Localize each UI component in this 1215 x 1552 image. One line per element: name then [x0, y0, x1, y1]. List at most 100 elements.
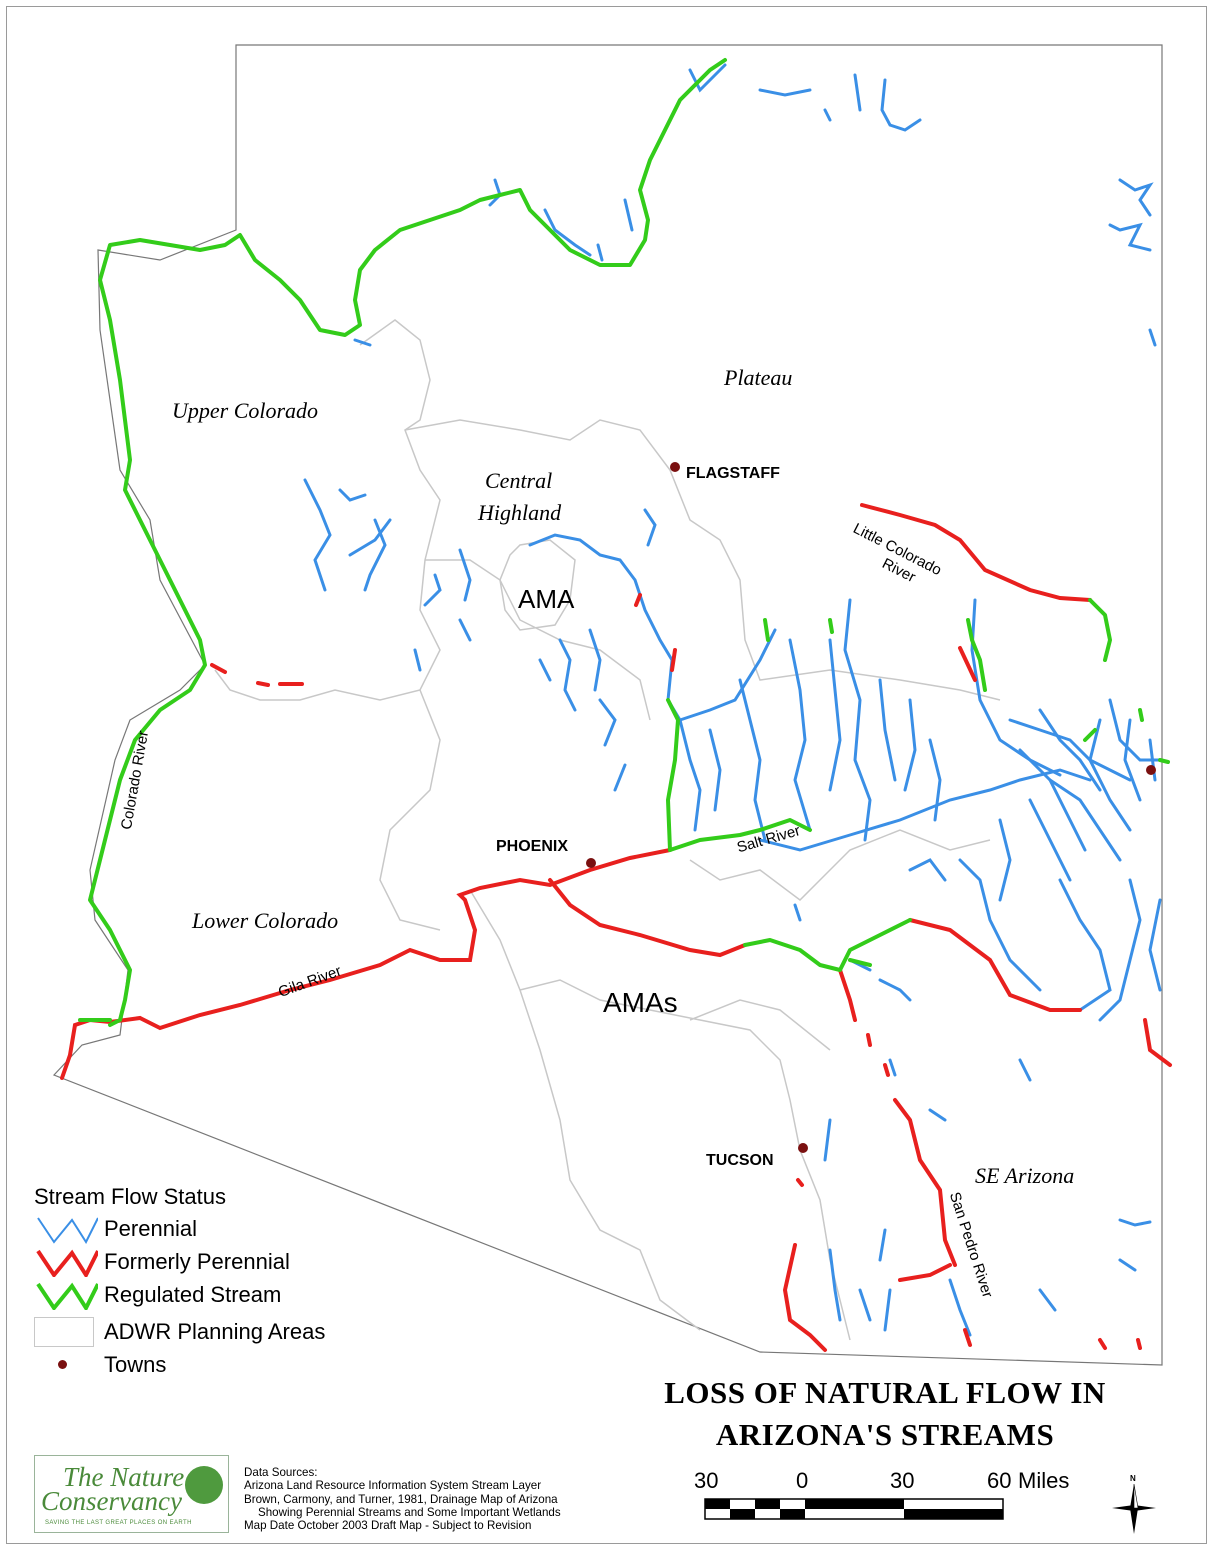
planning-boundary: [404, 419, 1001, 701]
colorado-river-regulated: [88, 58, 727, 1027]
planning-boundary: [689, 999, 831, 1051]
scale-tick-label: 30: [890, 1468, 915, 1493]
perennial-stream: [1048, 778, 1087, 852]
perennial-stream: [528, 533, 777, 722]
logo-text: Conservancy: [41, 1486, 182, 1516]
legend-label: Towns: [104, 1351, 167, 1377]
little-colorado-regulated: [966, 618, 987, 692]
gila-river-former: [634, 593, 642, 607]
perennial-stream: [353, 338, 372, 347]
label-ama: AMA: [518, 584, 575, 614]
perennial-stream: [1118, 178, 1154, 217]
perennial-stream: [1018, 748, 1122, 862]
region-upper-colorado: Upper Colorado: [172, 398, 319, 423]
gila-river-former: [958, 646, 977, 682]
perennial-stream: [688, 63, 727, 93]
gila-river-former: [883, 1063, 890, 1077]
perennial-stream: [928, 1108, 947, 1122]
source-line: Brown, Carmony, and Turner, 1981, Draina…: [244, 1492, 558, 1506]
region-lower-colorado: Lower Colorado: [192, 908, 339, 933]
towns: [586, 462, 1156, 1153]
perennial-stream: [1123, 718, 1142, 802]
legend: Stream Flow Status Perennial Formerly Pe…: [34, 1184, 394, 1381]
gila-regulated: [848, 958, 872, 967]
legend-label: ADWR Planning Areas: [104, 1318, 326, 1344]
scale-bar: 30 0 30 60 Miles: [690, 1468, 1069, 1528]
scale-bar-graphic: [704, 1498, 1004, 1520]
perennial-stream: [758, 88, 812, 97]
perennial-stream: [878, 978, 912, 1002]
label-amas: AMAs: [603, 987, 678, 1018]
perennial-stream: [1118, 1218, 1152, 1227]
regulated-segment: [1158, 758, 1170, 764]
region-central: Central: [485, 468, 553, 493]
perennial-stream: [1098, 878, 1142, 1022]
perennial-stream: [623, 198, 634, 232]
little-colorado-regulated: [1088, 598, 1112, 662]
perennial-stream: [908, 858, 947, 882]
gila-river-former: [963, 1328, 972, 1347]
source-line: Map Date October 2003 Draft Map - Subjec…: [244, 1519, 532, 1533]
legend-item-perennial: Perennial: [34, 1212, 394, 1245]
gila-river-former: [548, 878, 747, 958]
town-dot-icon: [58, 1360, 67, 1369]
perennial-stream: [598, 698, 617, 747]
perennial-stream: [1108, 698, 1162, 762]
gila-river-former: [670, 648, 677, 672]
perennial-stream: [708, 728, 722, 812]
perennial-stream: [1038, 1288, 1057, 1312]
perennial-stream: [853, 73, 862, 112]
perennial-stream: [880, 78, 922, 132]
scale-tick-label: 60: [987, 1468, 1012, 1493]
perennial-stream: [858, 1288, 872, 1322]
planning-boundary: [214, 319, 441, 701]
salt-river-regulated: [666, 698, 680, 852]
scale-tick-label: 0: [796, 1468, 809, 1493]
scale-tick-label: 30: [694, 1468, 719, 1493]
zigzag-icon: [36, 1249, 98, 1277]
region-se-arizona: SE Arizona: [975, 1163, 1075, 1188]
logo-text: The Nature: [63, 1462, 185, 1492]
perennial-stream: [888, 1058, 897, 1077]
gila-river-former: [1143, 1018, 1172, 1067]
legend-title: Stream Flow Status: [34, 1184, 226, 1209]
town-label-phoenix: PHOENIX: [496, 838, 569, 855]
oak-leaf-icon: [185, 1466, 223, 1504]
gila-river-former: [1098, 1338, 1107, 1350]
gila-river-former: [860, 503, 1092, 602]
north-label: N: [1130, 1474, 1136, 1483]
compass-icon: [1112, 1483, 1156, 1534]
adwr-planning-areas: [214, 319, 1001, 1341]
perennial-stream: [303, 478, 332, 592]
perennial-stream: [1148, 328, 1157, 347]
region-plateau: Plateau: [724, 365, 793, 390]
perennial-stream: [348, 518, 392, 557]
perennial-stream: [538, 658, 552, 682]
gila-river-former: [256, 681, 270, 687]
perennial-stream: [823, 1118, 832, 1162]
perennial-stream: [1118, 1258, 1137, 1272]
perennial-stream: [1008, 718, 1132, 782]
source-line: Arizona Land Resource Information System…: [244, 1479, 542, 1493]
planning-boundary: [469, 889, 701, 1331]
zigzag-icon: [36, 1282, 98, 1310]
planning-boundary: [379, 689, 441, 931]
legend-item-regulated: Regulated Stream: [34, 1278, 394, 1311]
perennial-stream: [738, 678, 767, 842]
perennial-stream: [958, 858, 1042, 992]
perennial-stream: [883, 1288, 892, 1332]
perennial-stream: [588, 628, 602, 692]
perennial-stream: [1108, 222, 1152, 252]
legend-item-planning: ADWR Planning Areas: [34, 1315, 394, 1348]
perennial-stream: [843, 598, 872, 842]
perennial-stream: [793, 903, 802, 922]
town-dot-flagstaff: [670, 462, 680, 472]
perennial-stream: [828, 1248, 842, 1322]
town-label-flagstaff: FLAGSTAFF: [686, 465, 780, 482]
legend-label: Regulated Stream: [104, 1281, 282, 1307]
perennial-stream: [338, 488, 367, 502]
gila-river-former: [893, 1098, 957, 1267]
perennial-stream: [828, 638, 842, 792]
source-line: Showing Perennial Streams and Some Impor…: [258, 1505, 561, 1519]
